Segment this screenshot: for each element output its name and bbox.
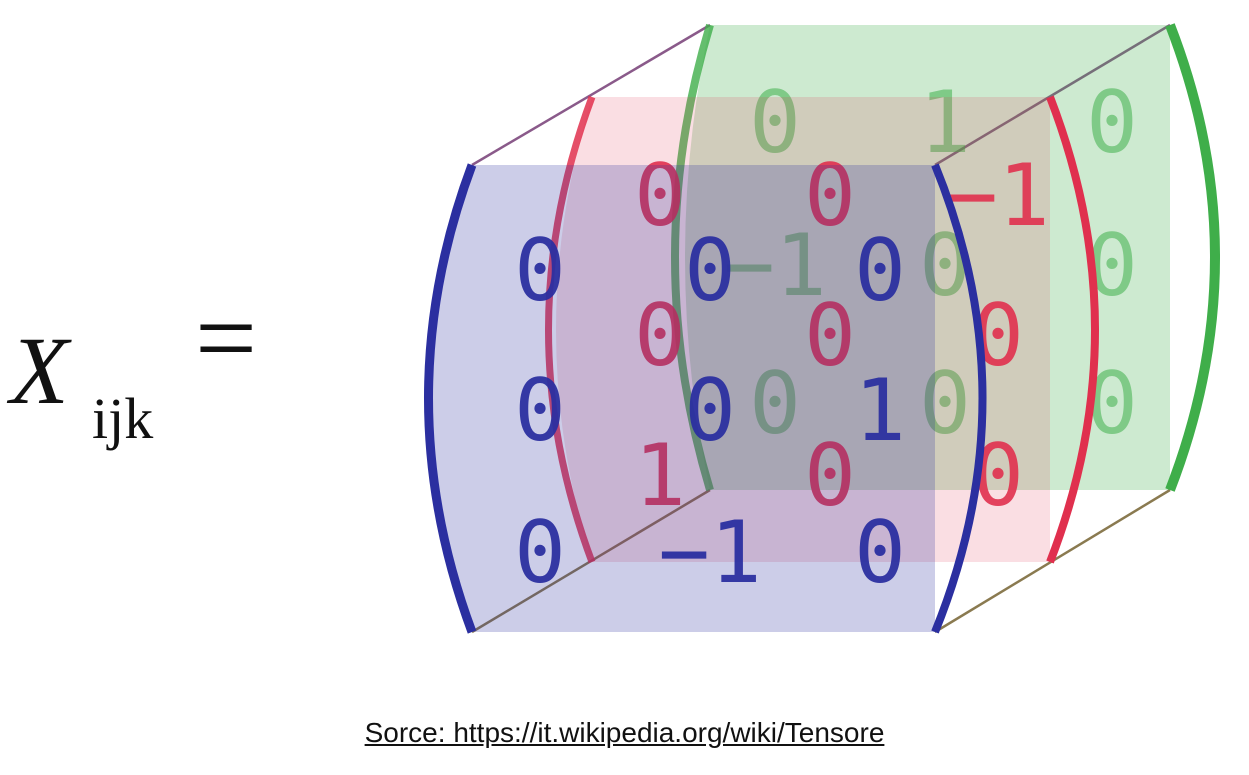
matrix-entry-back: 0 — [919, 354, 971, 454]
matrix-entry-front: −1 — [658, 503, 762, 603]
matrix-entry-back: 0 — [749, 73, 801, 173]
matrix-entry-front: 0 — [684, 221, 736, 321]
slice-back-right-bracket — [1165, 23, 1220, 492]
equals-sign: = — [195, 277, 257, 399]
slice-middle-right-bracket — [1046, 95, 1099, 564]
matrix-entry-middle: −1 — [946, 146, 1050, 246]
matrix-entry-front: 1 — [854, 361, 906, 461]
matrix-entry-back: 1 — [919, 73, 971, 173]
connector-top-right — [934, 23, 1171, 167]
connector-top-left — [471, 23, 711, 167]
matrix-entry-middle: 0 — [634, 286, 686, 386]
matrix-entry-middle: 0 — [804, 286, 856, 386]
matrix-entry-front: 0 — [514, 361, 566, 461]
tensor-subscript: ijk — [92, 386, 153, 451]
slice-middle-face — [556, 97, 1050, 562]
slice-front-left-bracket — [424, 163, 477, 634]
matrix-entry-back: 0 — [749, 354, 801, 454]
matrix-entry-middle: 0 — [804, 426, 856, 526]
slice-front-face — [431, 165, 935, 632]
matrix-entry-front: 0 — [514, 503, 566, 603]
matrix-entry-front: 0 — [854, 221, 906, 321]
matrix-entry-front: 0 — [684, 361, 736, 461]
slice-back-face — [685, 25, 1170, 490]
slice-middle-left-bracket — [545, 95, 596, 564]
matrix-entry-middle: 1 — [634, 426, 686, 526]
matrix-entry-middle: 0 — [634, 146, 686, 246]
matrix-entry-back: 0 — [1086, 73, 1138, 173]
matrix-entry-middle: 0 — [804, 146, 856, 246]
source-caption: Sorce: https://it.wikipedia.org/wiki/Ten… — [364, 717, 885, 748]
matrix-entry-back: −1 — [723, 216, 827, 316]
matrix-entry-front: 0 — [514, 221, 566, 321]
slice-front-right-bracket — [931, 163, 987, 634]
matrix-entry-front: 0 — [854, 503, 906, 603]
tensor-symbol: X — [6, 317, 72, 424]
slice-back-left-bracket — [671, 23, 714, 492]
